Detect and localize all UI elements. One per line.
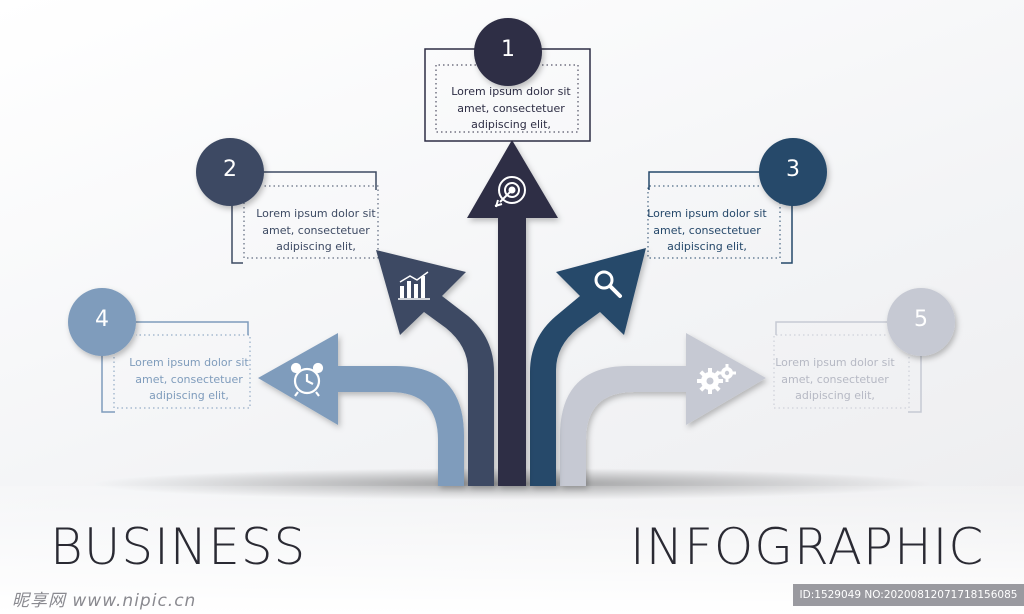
step-number-2: 2 bbox=[223, 157, 237, 182]
watermark-right: ID:1529049 NO:20200812071718156085 bbox=[793, 584, 1024, 606]
watermark-left: 昵享网 www.nipic.cn bbox=[12, 591, 197, 611]
step-text-5: Lorem ipsum dolor sit amet, consectetuer… bbox=[775, 356, 895, 402]
arrow-4 bbox=[258, 333, 464, 486]
frame-4 bbox=[101, 321, 249, 413]
step-text-4: Lorem ipsum dolor sit amet, consectetuer… bbox=[129, 356, 249, 402]
gears-icon bbox=[697, 364, 736, 394]
arrow-2 bbox=[376, 250, 494, 486]
search-icon bbox=[594, 270, 622, 298]
title-left: BUSINESS bbox=[50, 518, 307, 576]
alarm-clock-icon bbox=[290, 362, 324, 397]
frame-2-dots bbox=[243, 185, 379, 259]
frame-1 bbox=[424, 48, 591, 142]
step-text-1: Lorem ipsum dolor sit amet, consectetuer… bbox=[451, 85, 571, 131]
step-circle-2 bbox=[196, 138, 264, 206]
frame-2 bbox=[231, 171, 377, 264]
frame-4-dots bbox=[113, 334, 251, 409]
step-text-2: Lorem ipsum dolor sit amet, consectetuer… bbox=[256, 207, 376, 253]
frame-5 bbox=[775, 321, 922, 413]
frame-5-dots bbox=[773, 334, 910, 409]
arrow-1 bbox=[467, 140, 558, 486]
step-circle-1 bbox=[474, 18, 542, 86]
step-number-4: 4 bbox=[95, 307, 109, 332]
frame-3 bbox=[648, 171, 793, 264]
step-number-3: 3 bbox=[786, 157, 800, 182]
step-number-1: 1 bbox=[501, 37, 515, 62]
target-icon bbox=[494, 176, 526, 208]
arrow-3 bbox=[530, 248, 646, 486]
title-right: INFOGRAPHIC bbox=[630, 518, 985, 576]
step-circle-4 bbox=[68, 288, 136, 356]
step-number-5: 5 bbox=[914, 307, 928, 332]
step-circle-5 bbox=[887, 288, 955, 356]
step-text-3: Lorem ipsum dolor sit amet, consectetuer… bbox=[647, 207, 767, 253]
arrow-5 bbox=[560, 333, 766, 486]
bar-chart-icon bbox=[398, 271, 430, 300]
step-circle-3 bbox=[759, 138, 827, 206]
